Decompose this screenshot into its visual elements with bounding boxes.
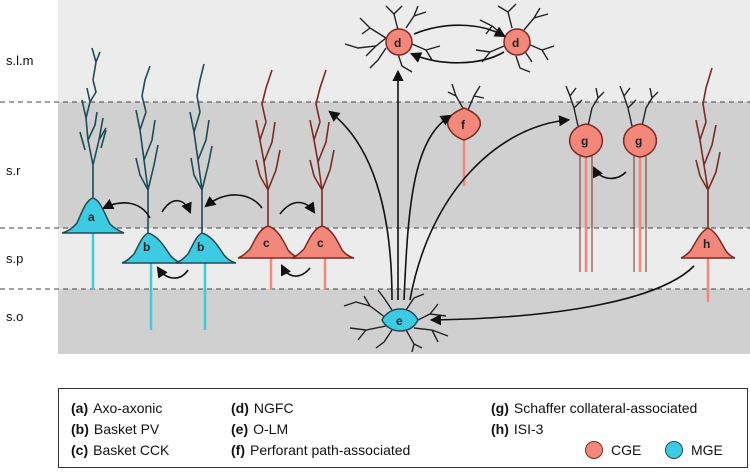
cell-body-b1 bbox=[121, 232, 183, 264]
cell-body-c2 bbox=[291, 225, 355, 259]
legend-item-b: (b)Basket PV bbox=[71, 421, 159, 437]
neuron-schaffer-1 bbox=[565, 85, 605, 272]
arrow-b-to-a bbox=[101, 198, 151, 219]
legend-label: Perforant path-associated bbox=[250, 442, 411, 458]
cell-label-d2: d bbox=[512, 36, 519, 50]
layer-label-slm: s.l.m bbox=[6, 53, 33, 68]
neuron-basket-cck-2 bbox=[309, 69, 335, 290]
cell-body-e bbox=[381, 308, 419, 332]
legend-key: (f) bbox=[231, 442, 245, 458]
neuron-basket-pv-1 bbox=[135, 65, 159, 330]
layer-label-sp: s.p bbox=[6, 251, 23, 266]
cell-body-b2 bbox=[175, 232, 237, 264]
legend-label: O-LM bbox=[253, 421, 289, 437]
legend-item-a: (a)Axo-axonic bbox=[71, 400, 162, 416]
legend-item-c: (c)Basket CCK bbox=[71, 442, 169, 458]
cell-label-c2: c bbox=[317, 236, 324, 250]
arrow-c1-to-c2 bbox=[279, 201, 316, 215]
legend-box: (a)Axo-axonic (b)Basket PV (c)Basket CCK… bbox=[58, 388, 748, 468]
legend-key: (b) bbox=[71, 421, 89, 437]
mge-swatch bbox=[665, 441, 683, 459]
cell-label-b1: b bbox=[143, 240, 150, 254]
legend-label: ISI-3 bbox=[513, 421, 544, 437]
mge-label: MGE bbox=[691, 442, 723, 458]
arrow-g2-to-g1 bbox=[592, 165, 627, 180]
neuron-ngfc-1 bbox=[344, 5, 441, 73]
cell-label-g1: g bbox=[581, 134, 588, 148]
cge-swatch bbox=[585, 441, 603, 459]
neuron-isi3 bbox=[695, 67, 721, 302]
arrow-b2-to-b1-lower bbox=[156, 266, 189, 279]
neuron-basket-pv-2 bbox=[189, 63, 213, 330]
arrow-e-to-c-dendrite bbox=[328, 110, 393, 301]
layer-sr-band bbox=[58, 102, 750, 228]
legend-key: (g) bbox=[491, 400, 509, 416]
arrow-c2-to-c1-lower bbox=[280, 263, 311, 277]
cell-body-g1 bbox=[568, 123, 604, 158]
cell-body-d2 bbox=[503, 28, 531, 56]
cell-label-c1: c bbox=[263, 236, 270, 250]
legend-label: Basket CCK bbox=[93, 442, 170, 458]
legend-key: (d) bbox=[231, 400, 249, 416]
legend-label: Axo-axonic bbox=[93, 400, 163, 416]
legend-key: (c) bbox=[71, 442, 89, 458]
legend-item-f: (f) Perforant path-associated bbox=[231, 442, 410, 458]
legend-label: Basket PV bbox=[93, 421, 160, 437]
cell-body-a bbox=[61, 197, 125, 234]
legend-key: (h) bbox=[491, 421, 509, 437]
legend-key: (e) bbox=[231, 421, 249, 437]
legend-item-g: (g)Schaffer collateral-associated bbox=[491, 400, 697, 416]
cge-label: CGE bbox=[611, 442, 642, 458]
cell-label-g2: g bbox=[635, 134, 642, 148]
legend-key: (a) bbox=[71, 400, 89, 416]
cell-body-c1 bbox=[237, 225, 301, 259]
legend-item-e: (e)O-LM bbox=[231, 421, 288, 437]
arrow-b1-to-b2 bbox=[161, 199, 192, 215]
legend-label: NGFC bbox=[253, 400, 294, 416]
cell-label-e: e bbox=[396, 314, 403, 328]
cell-body-h bbox=[680, 227, 736, 259]
neuron-schaffer-2 bbox=[619, 85, 659, 272]
arrow-d1-to-d2 bbox=[413, 24, 506, 38]
cell-body-d1 bbox=[385, 28, 413, 56]
cell-label-d1: d bbox=[394, 36, 401, 50]
legend-label: Schaffer collateral-associated bbox=[513, 400, 698, 416]
cell-label-a: a bbox=[88, 210, 95, 224]
neuron-olm bbox=[343, 289, 449, 353]
cell-label-b2: b bbox=[197, 240, 204, 254]
neuron-basket-cck-1 bbox=[255, 69, 281, 290]
cell-label-f: f bbox=[461, 118, 466, 132]
arrow-e-to-g bbox=[409, 115, 571, 301]
legend-item-h: (h)ISI-3 bbox=[491, 421, 543, 437]
arrow-e-to-f bbox=[403, 114, 452, 301]
layer-label-sr: s.r bbox=[6, 163, 21, 178]
arrow-h-to-e bbox=[429, 265, 695, 326]
cell-body-g2 bbox=[622, 123, 658, 158]
arrow-c-to-b bbox=[204, 194, 263, 209]
arrow-d2-to-d1 bbox=[409, 51, 505, 64]
layer-label-so: s.o bbox=[6, 309, 23, 324]
legend-item-d: (d)NGFC bbox=[231, 400, 294, 416]
cell-label-h: h bbox=[703, 237, 710, 251]
neuron-axo-axonic bbox=[79, 47, 107, 290]
